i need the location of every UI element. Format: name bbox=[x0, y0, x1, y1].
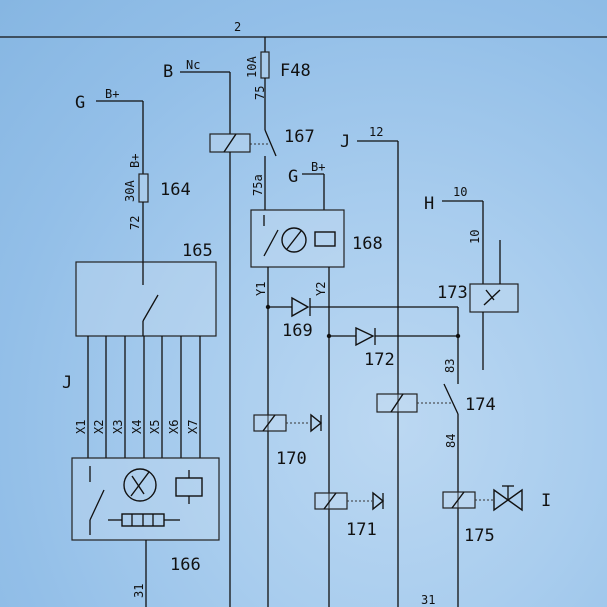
fuse-164-label: 164 bbox=[160, 180, 191, 200]
wire-83-label: 83 bbox=[443, 359, 457, 373]
valve-175: I 175 bbox=[442, 485, 551, 546]
label-bplus-mid: B+ bbox=[311, 160, 325, 174]
pin-x4: X4 bbox=[130, 420, 144, 434]
label-172: 172 bbox=[364, 350, 395, 370]
pin-x6: X6 bbox=[167, 420, 181, 434]
label-bplus-vertical: B+ bbox=[128, 154, 142, 168]
fuse-f48[interactable] bbox=[260, 51, 270, 79]
label-167: 167 bbox=[284, 127, 315, 147]
bus-label-2: 2 bbox=[234, 20, 241, 34]
label-j-top: J bbox=[340, 132, 350, 152]
pin-x2: X2 bbox=[92, 420, 106, 434]
f48-label: F48 bbox=[280, 61, 311, 81]
label-wire-12: 12 bbox=[369, 125, 383, 139]
valve-coil-171[interactable] bbox=[314, 492, 348, 510]
f48-rating: 10A bbox=[245, 56, 259, 78]
wire-72-label: 72 bbox=[128, 216, 142, 230]
bus-label-31: 31 bbox=[421, 593, 435, 607]
wire-y1-label: Y1 bbox=[254, 282, 268, 296]
module-173: H 10 10 173 bbox=[424, 185, 519, 370]
label-174: 174 bbox=[465, 395, 496, 415]
module-165-box[interactable] bbox=[75, 261, 217, 337]
module-166: 166 31 bbox=[71, 457, 220, 607]
connector-j-label: J bbox=[62, 373, 72, 393]
label-165: 165 bbox=[182, 241, 213, 261]
top-bus: 2 bbox=[0, 20, 607, 38]
label-wire-10-vertical: 10 bbox=[468, 230, 482, 244]
wire-84-label: 84 bbox=[444, 434, 458, 448]
wire-y2-label: Y2 bbox=[314, 282, 328, 296]
label-175: 175 bbox=[464, 526, 495, 546]
pin-x7: X7 bbox=[186, 420, 200, 434]
diode-169: 169 bbox=[265, 296, 459, 378]
pin-x3: X3 bbox=[111, 420, 125, 434]
module-165: 165 bbox=[75, 241, 217, 337]
label-166: 166 bbox=[170, 555, 201, 575]
valve-coil-175[interactable] bbox=[442, 491, 476, 509]
fuse-f48-branch: 10A F48 75 167 75a bbox=[245, 37, 315, 210]
label-171: 171 bbox=[346, 520, 377, 540]
fuse-164-rating: 30A bbox=[123, 180, 137, 202]
module-168: G B+ 168 Y1 Y2 bbox=[250, 160, 383, 607]
pin-x5: X5 bbox=[148, 420, 162, 434]
sensor-173-box[interactable] bbox=[469, 283, 519, 313]
b-nc-supply: B Nc bbox=[163, 58, 251, 607]
label-173: 173 bbox=[437, 283, 468, 303]
left-supply: G B+ B+ 30A 164 72 bbox=[75, 87, 191, 262]
wire-31-left: 31 bbox=[132, 584, 146, 598]
motor-icon-166 bbox=[123, 468, 157, 502]
connector-j: J X1 X2 X3 X4 X5 X6 X7 bbox=[62, 336, 201, 458]
label-bplus-left: B+ bbox=[105, 87, 119, 101]
fuse-164[interactable] bbox=[138, 173, 149, 203]
label-nc: Nc bbox=[186, 58, 200, 72]
pin-x1: X1 bbox=[74, 420, 88, 434]
valve-171: 171 bbox=[314, 491, 385, 540]
wire-75a-label: 75a bbox=[251, 174, 265, 196]
label-h: H bbox=[424, 194, 434, 214]
wire-75-label: 75 bbox=[253, 86, 267, 100]
label-i: I bbox=[541, 491, 551, 511]
valve-170: 170 bbox=[253, 413, 323, 469]
j-12-wire: J 12 bbox=[340, 125, 399, 607]
label-169: 169 bbox=[282, 321, 313, 341]
label-168: 168 bbox=[352, 234, 383, 254]
label-g-left: G bbox=[75, 93, 85, 113]
relay-174: 83 174 84 bbox=[376, 359, 496, 607]
module-168-box[interactable] bbox=[250, 209, 345, 268]
label-g-mid: G bbox=[288, 167, 298, 187]
label-b: B bbox=[163, 62, 173, 82]
motor-icon-168 bbox=[281, 227, 307, 253]
label-wire-10: 10 bbox=[453, 185, 467, 199]
diode-172: 172 bbox=[326, 326, 461, 370]
valve-coil-170[interactable] bbox=[253, 414, 287, 432]
label-170: 170 bbox=[276, 449, 307, 469]
